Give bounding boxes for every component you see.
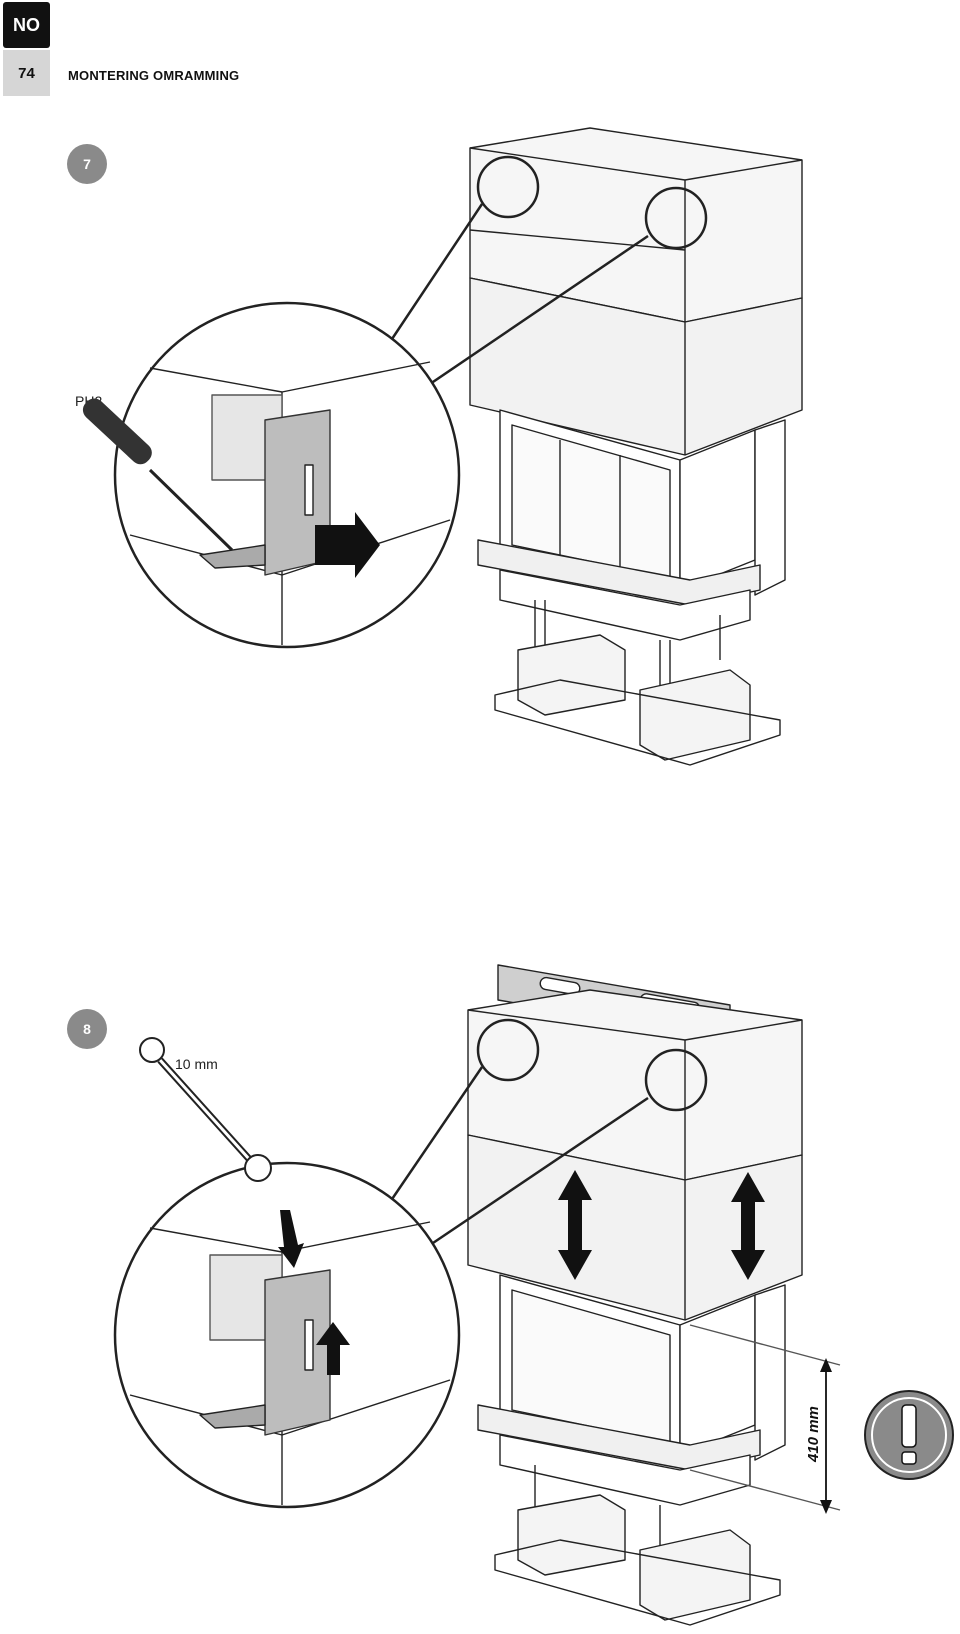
dimension-label: 410 mm: [805, 1406, 822, 1462]
page-number: 74: [3, 50, 50, 96]
height-adjust-arrow-left: [558, 1170, 592, 1280]
fireplace-cladding-step8: [467, 989, 803, 1626]
wrench-down-arrow: [278, 1210, 304, 1268]
pull-arrow: [315, 512, 380, 578]
section-title: MONTERING OMRAMMING: [68, 68, 240, 83]
step-8-illustration: [113, 964, 954, 1626]
up-arrow: [316, 1322, 350, 1375]
step-7-badge: 7: [67, 144, 107, 184]
step-7-illustration: [82, 127, 803, 766]
detail-circle-step8: [113, 1161, 461, 1509]
language-tab: NO: [3, 2, 50, 48]
step-8-badge: 8: [67, 1009, 107, 1049]
wrench-icon: [139, 1037, 272, 1182]
wrench-label: 10 mm: [175, 1056, 218, 1072]
screwdriver-icon: [82, 398, 234, 552]
fireplace-cladding-step7: [469, 127, 803, 766]
exclamation-warning-icon: [864, 1390, 954, 1480]
dimension-arrow-top: [820, 1358, 832, 1372]
dimension-arrow-bottom: [820, 1500, 832, 1514]
detail-circle-step7: [113, 301, 461, 649]
height-adjust-arrow-right: [731, 1172, 765, 1280]
